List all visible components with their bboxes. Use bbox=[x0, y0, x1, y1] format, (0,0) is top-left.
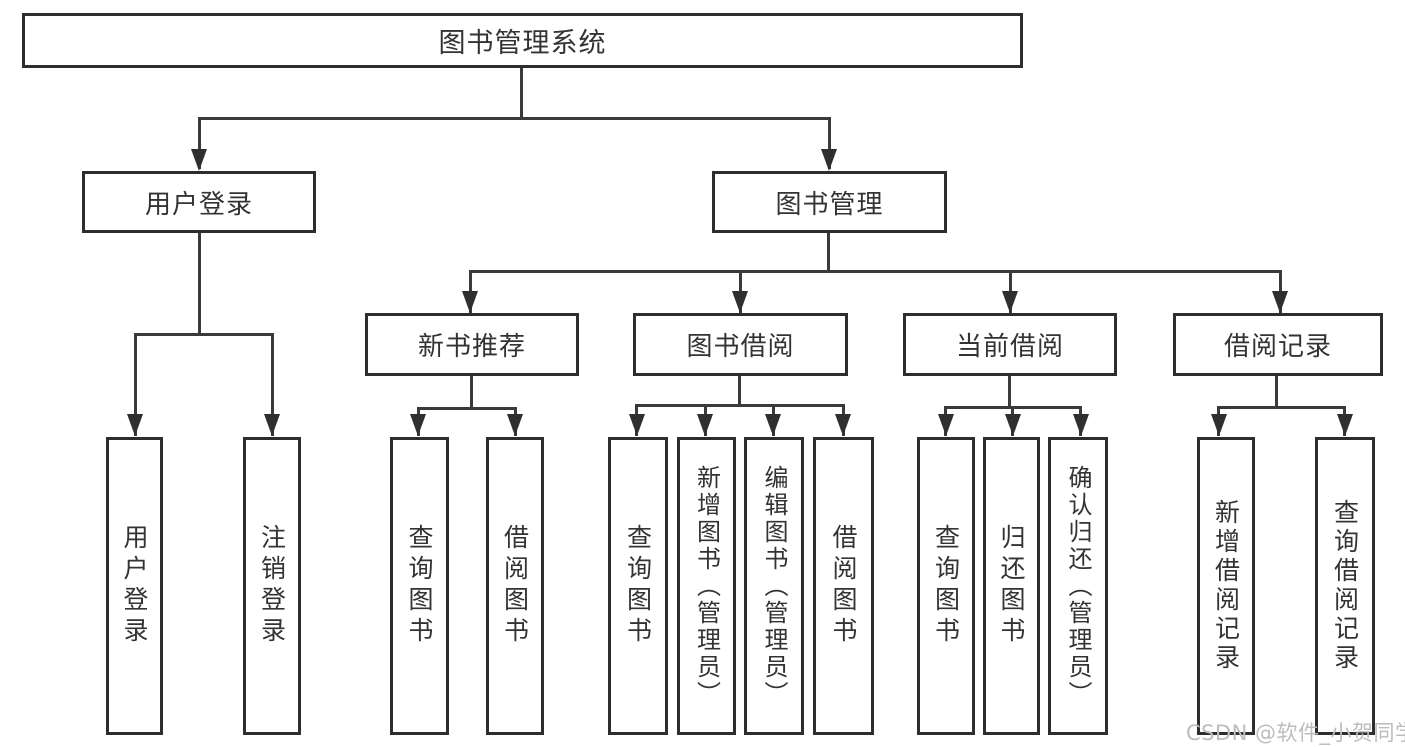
arrowhead-user-login-leaf bbox=[127, 414, 143, 436]
leaf-nbr-query-book: 查询图书 bbox=[390, 437, 449, 735]
connector-user-stem bbox=[198, 233, 201, 335]
connector-book-drop bbox=[828, 117, 831, 169]
arrowhead-bb-query bbox=[629, 414, 645, 436]
arrowhead-bb-borrow bbox=[835, 414, 851, 436]
arrowhead-cb-confirm bbox=[1073, 414, 1089, 436]
node-borrow-records-label: 借阅记录 bbox=[1223, 332, 1332, 362]
leaf-logout: 注销登录 bbox=[243, 437, 301, 735]
leaf-nbr-borrow-book: 借阅图书 bbox=[486, 437, 544, 735]
arrowhead-borrow-records bbox=[1272, 291, 1288, 313]
node-book-mgmt: 图书管理 bbox=[712, 171, 947, 233]
leaf-cb-confirm-return-label: 确认归还（管理员） bbox=[1064, 464, 1092, 708]
arrowhead-book-borrow bbox=[732, 291, 748, 313]
connector-user-leaf2 bbox=[271, 333, 274, 436]
arrowhead-nbr-query bbox=[410, 414, 426, 436]
leaf-user-login: 用户登录 bbox=[106, 437, 163, 735]
leaf-br-add-record: 新增借阅记录 bbox=[1197, 437, 1255, 735]
arrowhead-current-borrow bbox=[1002, 291, 1018, 313]
node-borrow-records: 借阅记录 bbox=[1173, 313, 1383, 376]
node-root: 图书管理系统 bbox=[22, 13, 1023, 68]
node-new-book-rec-label: 新书推荐 bbox=[417, 332, 526, 362]
leaf-cb-query-book-label: 查询图书 bbox=[931, 524, 961, 648]
csdn-watermark: CSDN @软件_小贺同学 bbox=[1186, 721, 1405, 745]
leaf-bb-borrow-book: 借阅图书 bbox=[813, 437, 874, 735]
leaf-logout-label: 注销登录 bbox=[257, 524, 287, 648]
leaf-nbr-query-book-label: 查询图书 bbox=[405, 524, 434, 648]
leaf-bb-borrow-book-label: 借阅图书 bbox=[829, 524, 858, 648]
connector-user-split bbox=[134, 333, 274, 336]
leaf-bb-query-book-label: 查询图书 bbox=[623, 524, 653, 648]
leaf-bb-edit-book-label: 编辑图书（管理员） bbox=[760, 464, 788, 708]
connector-root-trunk bbox=[520, 66, 523, 120]
arrowhead-cb-return bbox=[1005, 414, 1021, 436]
leaf-user-login-label: 用户登录 bbox=[120, 524, 149, 648]
connector-nbr-split bbox=[417, 407, 517, 410]
node-user-login-label: 用户登录 bbox=[144, 189, 253, 220]
arrowhead-new-book-rec bbox=[462, 291, 478, 313]
arrowhead-br-query bbox=[1337, 414, 1353, 436]
connector-nbr-stem bbox=[470, 376, 473, 410]
leaf-br-query-record: 查询借阅记录 bbox=[1315, 437, 1375, 735]
connector-level3-split bbox=[469, 270, 1282, 273]
node-current-borrow: 当前借阅 bbox=[903, 313, 1117, 376]
connector-br-stem bbox=[1275, 376, 1278, 409]
leaf-bb-add-book-label: 新增图书（管理员） bbox=[692, 464, 721, 708]
connector-user-drop bbox=[198, 117, 201, 169]
leaf-cb-return-book: 归还图书 bbox=[983, 437, 1040, 735]
node-book-borrow: 图书借阅 bbox=[633, 313, 848, 376]
leaf-cb-query-book: 查询图书 bbox=[917, 437, 975, 735]
connector-user-leaf1 bbox=[134, 333, 137, 436]
connector-cb-stem bbox=[1008, 376, 1011, 409]
node-book-borrow-label: 图书借阅 bbox=[686, 332, 795, 362]
arrowhead-br-add bbox=[1211, 414, 1227, 436]
arrowhead-cb-query bbox=[938, 414, 954, 436]
leaf-bb-add-book: 新增图书（管理员） bbox=[677, 437, 736, 735]
connector-level1-split bbox=[198, 117, 831, 120]
leaf-cb-confirm-return: 确认归还（管理员） bbox=[1048, 437, 1108, 735]
arrowhead-bb-edit bbox=[765, 414, 781, 436]
leaf-br-query-record-label: 查询借阅记录 bbox=[1330, 499, 1360, 673]
node-new-book-rec: 新书推荐 bbox=[365, 313, 579, 376]
leaf-bb-query-book: 查询图书 bbox=[608, 437, 668, 735]
leaf-cb-return-book-label: 归还图书 bbox=[997, 524, 1026, 648]
node-current-borrow-label: 当前借阅 bbox=[955, 332, 1064, 362]
connector-bb-split bbox=[635, 404, 845, 407]
connector-br-split bbox=[1217, 406, 1345, 409]
arrowhead-book-mgmt bbox=[821, 149, 837, 171]
node-user-login: 用户登录 bbox=[82, 171, 316, 233]
node-root-label: 图书管理系统 bbox=[438, 28, 607, 59]
connector-bb-stem bbox=[738, 376, 741, 407]
arrowhead-bb-add bbox=[697, 414, 713, 436]
arrowhead-nbr-borrow bbox=[507, 414, 523, 436]
leaf-br-add-record-label: 新增借阅记录 bbox=[1211, 499, 1241, 673]
leaf-bb-edit-book: 编辑图书（管理员） bbox=[744, 437, 804, 735]
arrowhead-logout-leaf bbox=[264, 414, 280, 436]
leaf-nbr-borrow-book-label: 借阅图书 bbox=[500, 524, 530, 648]
connector-book-stem bbox=[827, 233, 830, 273]
node-book-mgmt-label: 图书管理 bbox=[775, 189, 884, 220]
arrowhead-user-login bbox=[191, 149, 207, 171]
